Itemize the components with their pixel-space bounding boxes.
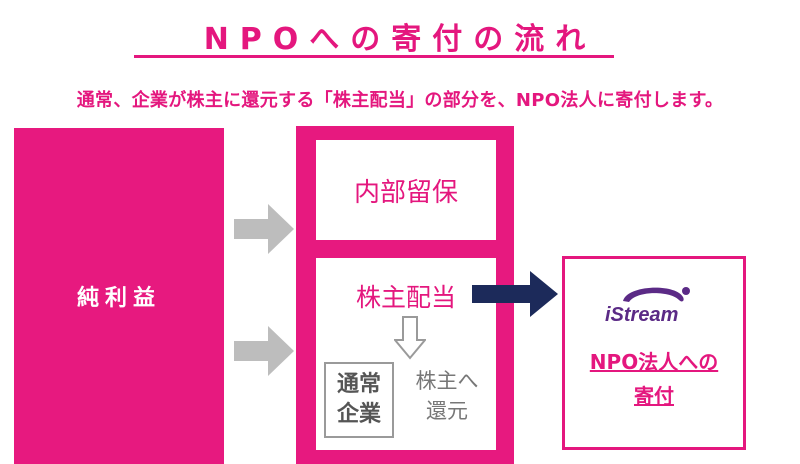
istream-logo: iStream [605,287,690,326]
title-underline [134,55,614,58]
dividend-label: 株主配当 [355,283,456,312]
retained-earnings-box: 内部留保 [316,140,496,240]
retained-earnings-label: 内部留保 [353,177,458,208]
ordinary-company-box: 通常 企業 [324,362,394,438]
npo-donation-box: iStream NPO法人への 寄付 [562,256,746,450]
npo-label: NPO法人への 寄付 [565,345,743,413]
arrow-down-icon [394,316,426,360]
logo-text: iStream [605,304,678,326]
npo-label-line2: 寄付 [634,384,674,408]
dividend-box: 株主配当 通常 企業 株主へ 還元 [316,258,496,450]
arrow-right-icon [472,271,558,317]
arrow-right-icon [234,204,294,254]
subtitle: 通常、企業が株主に還元する「株主配当」の部分を、NPO法人に寄付します。 [76,90,724,111]
shareholder-return-line2: 還元 [426,399,468,423]
page-title: NPOへの寄付の流れ [203,22,597,57]
net-profit-label: 純利益 [76,286,161,311]
net-profit-box: 純利益 [14,128,224,464]
shareholder-return-label: 株主へ 還元 [400,366,494,426]
company-label-line2: 企業 [336,402,381,427]
npo-label-line1: NPO法人への [589,350,719,374]
shareholder-return-line1: 株主へ [415,369,479,393]
company-label-line1: 通常 [336,372,381,397]
arrow-right-icon [234,326,294,376]
